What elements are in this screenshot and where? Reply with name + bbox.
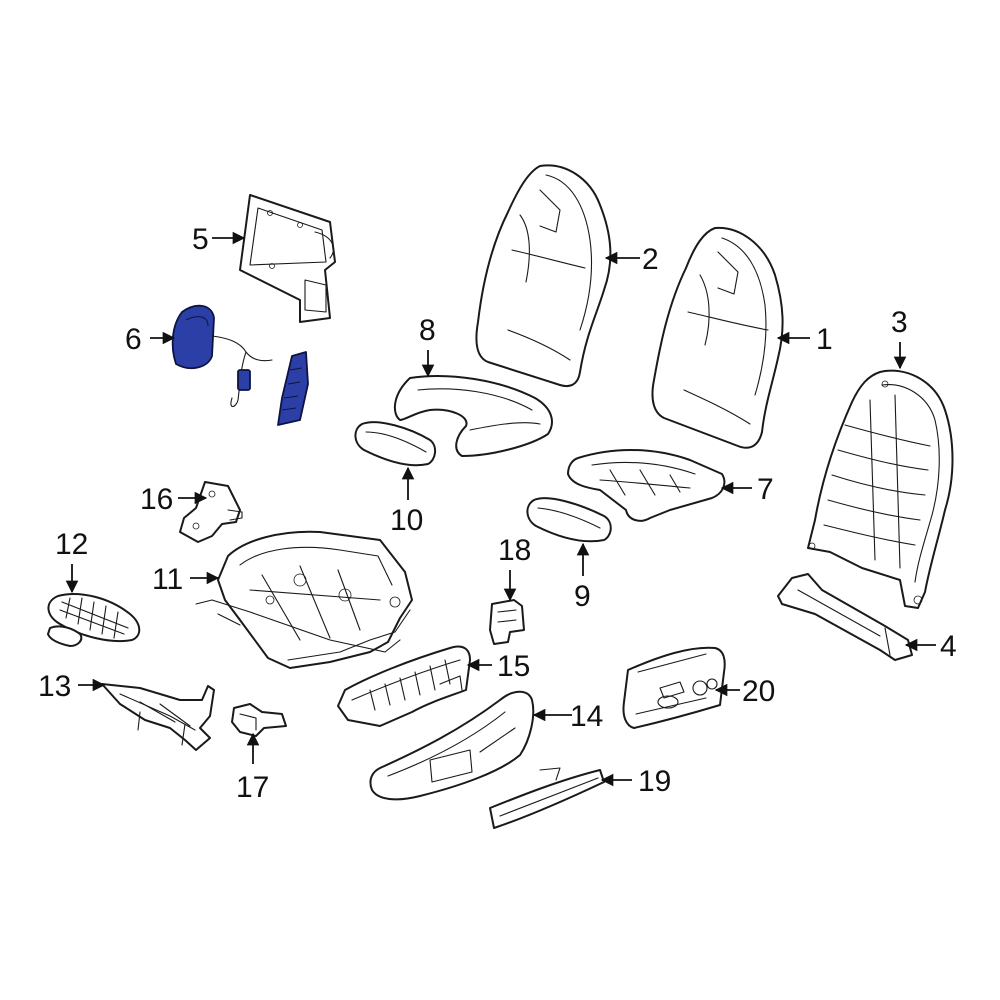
callout-4: 4 [940,630,957,663]
callout-5: 5 [192,223,209,256]
callout-12: 12 [55,528,88,561]
part-9-seat-bolster[interactable] [526,497,612,543]
callout-17: 17 [236,771,269,804]
callout-labels: 1 2 3 4 5 6 7 8 9 10 11 12 13 14 15 16 1… [38,223,957,804]
callout-10: 10 [390,504,423,537]
part-7-seat-cushion-foam[interactable] [567,449,726,522]
part-1-seat-back-trim[interactable] [651,226,784,449]
part-8-cushion-pad[interactable] [393,375,553,457]
part-3-seat-back-frame[interactable] [807,369,954,609]
callout-8: 8 [419,314,436,347]
callout-9: 9 [574,580,591,613]
part-15-outer-trim-panel[interactable] [337,645,471,727]
callout-19: 19 [638,765,671,798]
part-14-side-trim-cover[interactable] [369,690,535,801]
part-5-backrest-panel[interactable] [239,194,336,323]
part-6-lumbar-support[interactable] [171,304,309,426]
callout-18: 18 [498,534,531,567]
part-10-side-bolster-pad[interactable] [354,421,436,467]
callout-15: 15 [497,650,530,683]
part-13-trim-shield[interactable] [101,683,215,751]
callout-2: 2 [642,243,659,276]
part-20-seat-switch[interactable] [622,646,726,729]
part-18-small-bracket[interactable] [489,599,525,645]
part-12-side-mat[interactable] [47,593,141,647]
callout-20: 20 [742,675,775,708]
callout-3: 3 [891,306,908,339]
part-16-bracket[interactable] [179,481,243,543]
leader-lines [65,231,936,787]
part-17-clip[interactable] [231,703,287,737]
callout-11: 11 [152,563,183,596]
callout-7: 7 [757,473,774,506]
part-4-seat-back-rail[interactable] [777,573,913,661]
part-19-lower-trim-strip[interactable] [489,767,605,829]
part-2-seat-back-cover[interactable] [475,164,612,388]
callout-14: 14 [570,700,603,733]
callout-13: 13 [38,670,71,703]
part-11-seat-frame[interactable] [195,530,413,669]
callout-6: 6 [125,323,142,356]
callout-1: 1 [816,323,833,356]
callout-16: 16 [140,483,173,516]
